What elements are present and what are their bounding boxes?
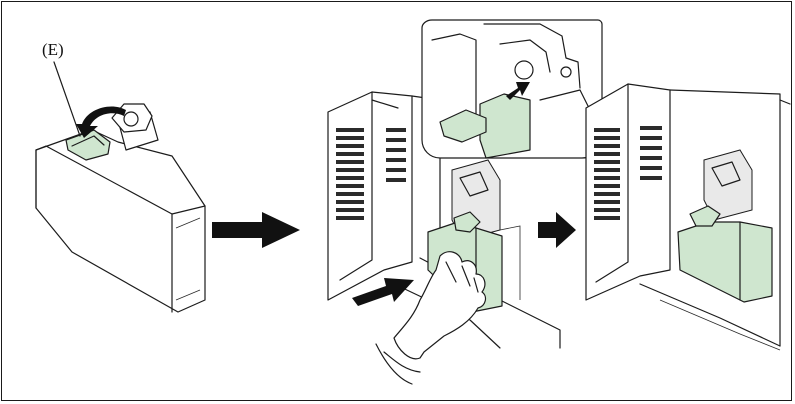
right-arrow-icon <box>538 212 576 248</box>
green-cap-e <box>65 129 111 161</box>
callout-leader-line <box>53 61 81 137</box>
vent-grille <box>336 128 406 220</box>
waste-container-body <box>35 129 206 313</box>
curved-rotate-arrow-icon <box>76 106 126 138</box>
panel-2-printer <box>327 19 603 385</box>
installed-container <box>677 221 773 303</box>
hand-icon <box>393 251 487 360</box>
panel-1-container <box>35 61 206 313</box>
panel-3-installed <box>585 83 791 351</box>
vent-grille-2 <box>594 126 662 220</box>
push-arrow-icon <box>352 278 414 306</box>
callout-label-e: (E) <box>42 40 64 59</box>
inset-green-container <box>479 93 531 159</box>
right-arrow-icon <box>212 212 300 248</box>
